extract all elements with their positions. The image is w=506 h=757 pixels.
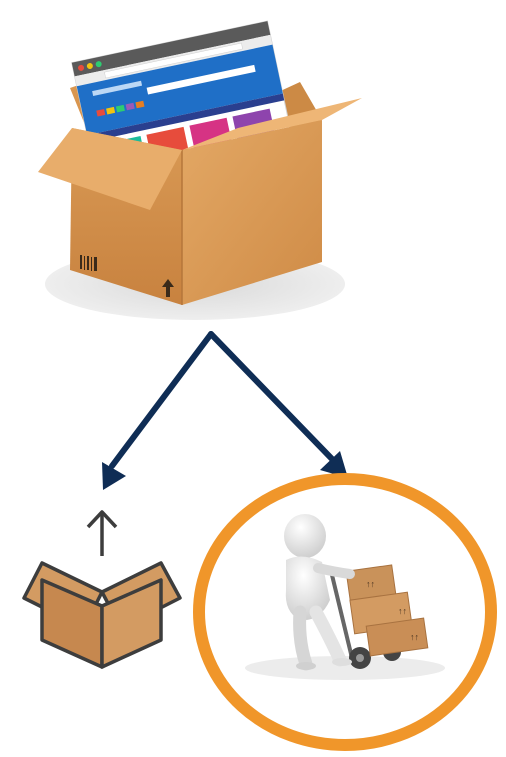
svg-text:↑↑: ↑↑ [366,579,375,589]
svg-text:↑↑: ↑↑ [398,606,407,616]
arrow-to-right-node [211,334,333,460]
highlight-circle [199,479,491,745]
connector-arrows [102,334,348,490]
carton-stack: ↑↑ ↑↑ ↑↑ [346,565,428,656]
open-box-with-web-browser-icon [38,21,362,320]
person-with-hand-truck-icon: ↑↑ ↑↑ ↑↑ [199,479,491,745]
unpack-box-icon [24,512,180,667]
arrow-to-left-node [112,334,211,466]
3d-person-figure [284,514,352,670]
svg-text:↑↑: ↑↑ [410,632,419,642]
